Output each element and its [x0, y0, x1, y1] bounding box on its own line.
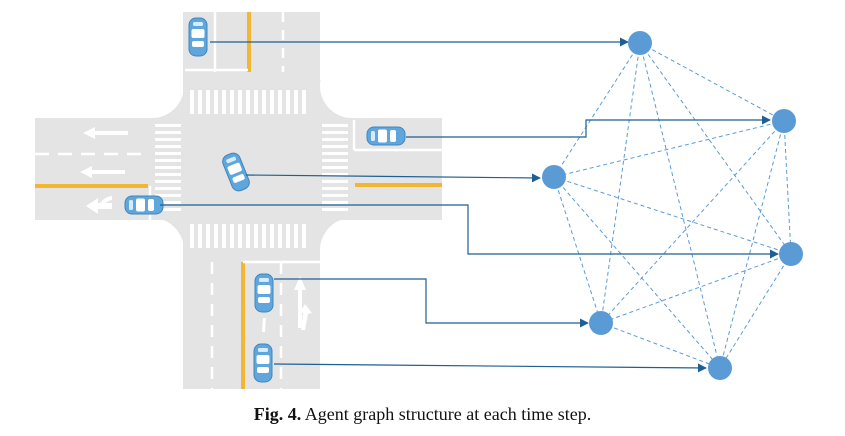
car-to-node-arrows: [160, 37, 779, 373]
graph-edge: [639, 42, 792, 255]
lane-arrow-icon-4: [294, 276, 312, 330]
mapping-arrow-3: [245, 173, 541, 183]
graph-node-n6: [708, 356, 732, 380]
mapping-arrow-6: [273, 363, 707, 373]
graph-node-n5: [589, 311, 613, 335]
graph-edge: [600, 42, 641, 324]
car-north-icon: [188, 17, 208, 57]
car-south-1-icon: [254, 273, 274, 313]
intersection-scene: [35, 12, 442, 389]
lane-arrow-icon-1: [83, 127, 128, 139]
graph-edge: [553, 120, 785, 178]
graph-node-n4: [779, 242, 803, 266]
lane-arrow-icon-3: [86, 196, 112, 214]
graph-edge: [600, 253, 792, 324]
graph-edge: [553, 176, 602, 324]
graph-edge: [600, 322, 721, 369]
car-east-icon: [366, 126, 406, 146]
mapping-arrow-2: [406, 115, 771, 138]
agent-graph-diagram: [35, 12, 803, 389]
lane-arrow-icon-2: [80, 166, 125, 178]
car-south-2-icon: [253, 343, 273, 383]
crosswalk-east: [322, 124, 348, 211]
graph-edge: [553, 176, 721, 369]
graph-edge: [719, 253, 792, 369]
graph-node-n2: [772, 109, 796, 133]
graph-edge: [553, 176, 792, 255]
graph-nodes: [542, 31, 803, 380]
graph-edge: [719, 120, 785, 369]
caption-text: Agent graph structure at each time step.: [304, 404, 592, 424]
graph-edge: [600, 120, 785, 324]
graph-node-n1: [628, 31, 652, 55]
car-west-icon: [124, 195, 164, 215]
graph-node-n3: [542, 165, 566, 189]
mapping-arrow-5: [274, 278, 589, 328]
caption-label: Fig. 4.: [253, 404, 302, 424]
mapping-arrow-4: [160, 204, 779, 259]
graph-edges: [553, 42, 792, 369]
cars-layer: [124, 17, 406, 383]
crosswalk-south: [190, 224, 306, 248]
crosswalk-north: [190, 90, 306, 114]
car-center-icon: [222, 152, 250, 192]
lane-arrow-icon-5: [262, 318, 266, 332]
graph-edge: [783, 120, 792, 255]
crosswalk-west: [155, 124, 181, 211]
graph-edge: [639, 42, 785, 122]
figure-caption: Fig. 4. Agent graph structure at each ti…: [0, 404, 845, 425]
graph-edge: [553, 42, 641, 178]
